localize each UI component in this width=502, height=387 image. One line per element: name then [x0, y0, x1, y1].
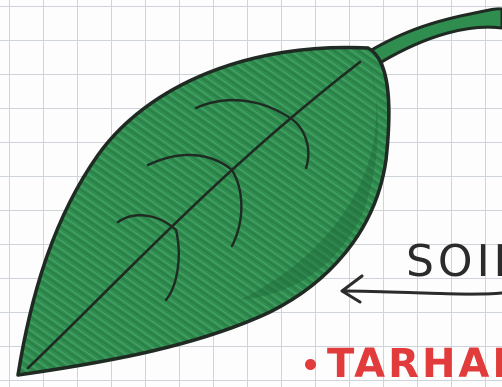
leaf-blade-icon [18, 47, 389, 375]
leaf-stem-icon [368, 9, 502, 64]
list-item-label: TARHALE [327, 344, 502, 384]
annotation-label: SOIK [406, 240, 502, 284]
red-bullet-icon [305, 359, 316, 370]
